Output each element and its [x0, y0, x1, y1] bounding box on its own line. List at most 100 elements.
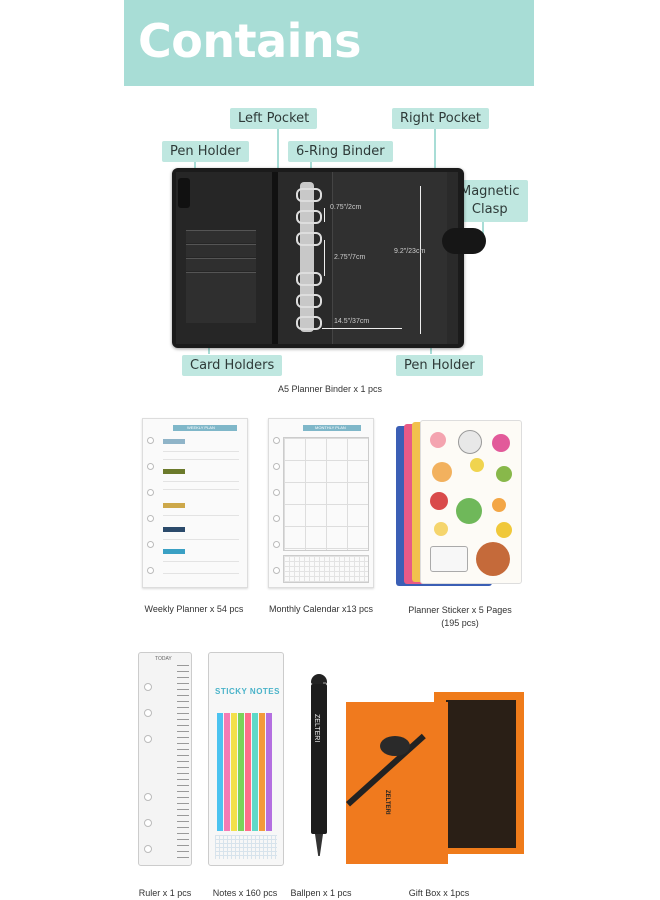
sticker-graphic — [492, 498, 506, 512]
punch-hole — [147, 489, 154, 496]
pen-cap — [311, 674, 327, 684]
rule-line — [163, 481, 239, 482]
sticker-graphic — [432, 462, 452, 482]
ring — [296, 316, 322, 330]
magnetic-clasp — [442, 228, 486, 254]
sticker-graphic — [430, 432, 446, 448]
rule-line — [163, 459, 239, 460]
flag-strip — [224, 713, 230, 831]
flag-strip — [252, 713, 258, 831]
sticker-graphic — [492, 434, 510, 452]
pen-tip — [315, 834, 323, 856]
card-slot — [186, 272, 256, 323]
callout-clasp-line1: Magnetic — [460, 184, 520, 199]
binder-right-pocket — [332, 172, 447, 344]
dimension-label: 2.75"/7cm — [334, 254, 366, 261]
day-tag — [163, 549, 185, 554]
rule-line — [163, 451, 239, 452]
callout-card-holders: Card Holders — [182, 355, 283, 376]
sticker-graphic — [470, 458, 484, 472]
binder-left-panel — [176, 172, 272, 344]
card-slot — [186, 230, 256, 243]
sticker-graphic — [496, 522, 512, 538]
flag-strip — [266, 713, 272, 831]
connector-clasp — [482, 218, 484, 238]
punch-hole — [273, 437, 280, 444]
dimension-label: 9.2"/23cm — [394, 248, 426, 255]
ring — [296, 272, 322, 286]
callout-right-pocket: Right Pocket — [392, 108, 490, 129]
callout-clasp-line2: Clasp — [471, 202, 508, 217]
caption-sticker: Planner Sticker x 5 Pages (195 pcs) — [396, 604, 524, 630]
day-tag — [163, 439, 185, 444]
caption-monthly: Monthly Calendar x13 pcs — [268, 604, 374, 614]
punch-hole — [147, 463, 154, 470]
sticky-notes-image: STICKY NOTES — [208, 652, 284, 866]
punch-hole — [144, 793, 152, 801]
ring — [296, 294, 322, 308]
pen-brand-text: ZELTERI — [313, 714, 320, 743]
ballpen-image: ZELTERI — [308, 674, 330, 860]
rule-line — [163, 515, 239, 516]
monthly-header-text: MONTHLY PLAN — [315, 425, 346, 430]
callout-left-pocket: Left Pocket — [230, 108, 318, 129]
punch-hole — [147, 437, 154, 444]
monthly-calendar-image: MONTHLY PLAN — [268, 418, 374, 588]
weekly-planner-image: WEEKLY PLAN — [142, 418, 248, 588]
notes-grid — [283, 555, 369, 583]
day-tag — [163, 469, 185, 474]
caption-weekly: Weekly Planner x 54 pcs — [144, 604, 244, 614]
callout-magnetic-clasp: Magnetic Clasp — [452, 180, 528, 222]
flag-strip — [238, 713, 244, 831]
callout-pen-holder-top: Pen Holder — [162, 141, 249, 162]
callout-pen-holder-bottom: Pen Holder — [396, 355, 483, 376]
card-slot — [186, 258, 256, 271]
notes-label: STICKY NOTES — [215, 687, 280, 696]
planner-binder-image: 0.75"/2cm 2.75"/7cm 9.2"/23cm 14.5"/37cm — [172, 168, 486, 348]
punch-hole — [273, 463, 280, 470]
caption-ruler: Ruler x 1 pcs — [138, 888, 192, 898]
ring — [296, 188, 322, 202]
day-tag — [163, 503, 185, 508]
caption-binder: A5 Planner Binder x 1 pcs — [277, 384, 383, 394]
binder-rings — [300, 182, 314, 332]
caption-giftbox: Gift Box x 1pcs — [408, 888, 470, 898]
ribbon-bow — [380, 736, 410, 756]
sticker-graphic — [430, 492, 448, 510]
caption-sticker-line2: (195 pcs) — [441, 618, 479, 628]
caption-pen: Ballpen x 1 pcs — [290, 888, 352, 898]
caption-notes: Notes x 160 pcs — [212, 888, 278, 898]
planner-sticker-image — [396, 418, 524, 588]
rule-line — [163, 539, 239, 540]
giftbox-brand-text: ZELTERI — [384, 790, 390, 815]
flag-strip — [245, 713, 251, 831]
punch-hole — [144, 845, 152, 853]
ring — [296, 210, 322, 224]
binder-spine — [272, 172, 278, 344]
punch-hole — [273, 541, 280, 548]
flag-strip — [217, 713, 223, 831]
dim-line — [324, 240, 325, 276]
ruler-ticks — [177, 665, 189, 859]
giftbox-interior — [446, 700, 516, 848]
weekly-header-bar — [173, 425, 237, 431]
page-title: Contains — [138, 14, 362, 68]
calendar-grid — [283, 437, 369, 551]
ring — [296, 232, 322, 246]
sticker-graphic — [434, 522, 448, 536]
flag-strip — [259, 713, 265, 831]
connector-right-pocket — [434, 128, 436, 188]
rule-line — [163, 561, 239, 562]
monthly-header-bar — [303, 425, 361, 431]
dim-line — [324, 208, 325, 222]
sticker-graphic — [476, 542, 510, 576]
callout-ring-binder: 6-Ring Binder — [288, 141, 393, 162]
sticker-graphic — [456, 498, 482, 524]
rule-line — [163, 573, 239, 574]
ruler-label: TODAY — [155, 656, 172, 662]
punch-hole — [144, 683, 152, 691]
punch-hole — [273, 567, 280, 574]
dim-line — [420, 186, 421, 334]
weekly-header-text: WEEKLY PLAN — [187, 425, 215, 430]
punch-hole — [147, 541, 154, 548]
